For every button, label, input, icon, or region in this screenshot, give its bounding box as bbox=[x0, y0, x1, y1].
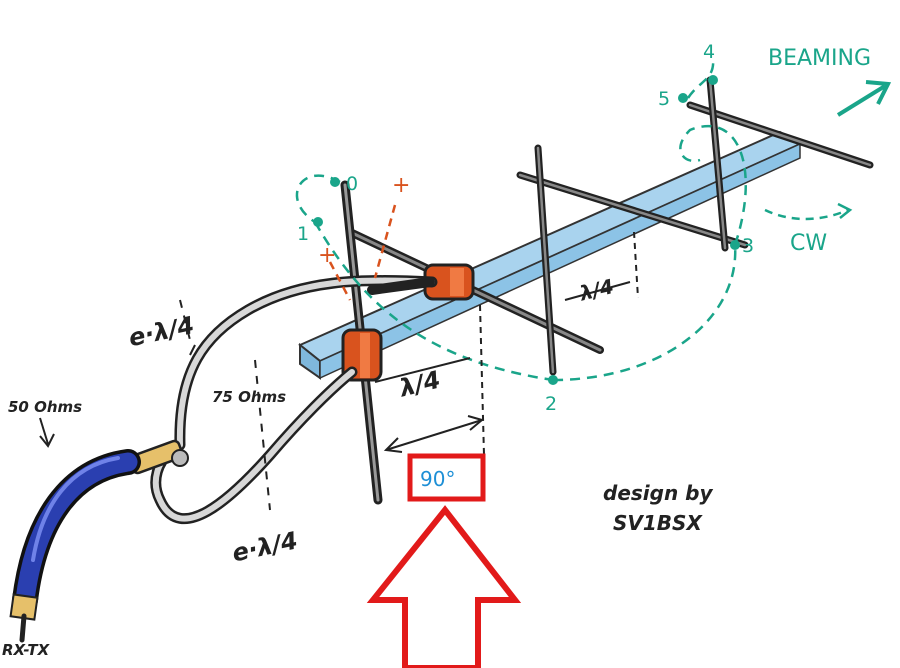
point-label-0: 0 bbox=[346, 173, 358, 195]
lambda-quarter-director: λ/4 bbox=[576, 274, 616, 306]
point-label-5: 5 bbox=[658, 88, 670, 110]
impedance-50-pointer bbox=[39, 417, 55, 448]
beaming-label: BEAMING bbox=[768, 46, 871, 71]
impedance-50-label: 50 Ohms bbox=[8, 398, 82, 416]
pointer-arrow-up bbox=[366, 505, 522, 668]
cw-label: CW bbox=[790, 231, 827, 256]
phase-angle-label: 90° bbox=[420, 467, 455, 491]
rx-tx-label: RX-TX bbox=[2, 641, 51, 659]
point-0-marker bbox=[330, 177, 340, 187]
e-lambda-quarter-upper: e·λ/4 bbox=[126, 311, 196, 352]
phase-highlight-box bbox=[407, 453, 486, 502]
e-lambda-quarter-lower: e·λ/4 bbox=[230, 526, 300, 567]
front-element-vertical bbox=[706, 76, 729, 252]
beaming-arrow bbox=[836, 80, 892, 117]
director-element-vertical bbox=[534, 144, 557, 376]
point-label-2: 2 bbox=[545, 393, 557, 415]
point-3-marker bbox=[730, 240, 740, 250]
front-element-horizontal bbox=[686, 101, 874, 169]
rotation-points bbox=[313, 75, 740, 385]
author-label: SV1BSX bbox=[613, 511, 703, 535]
impedance-75-label: 75 Ohms bbox=[212, 388, 286, 406]
polarity-lines bbox=[328, 204, 397, 301]
design-by-label: design by bbox=[603, 481, 713, 505]
polarity-plus-upper: + bbox=[392, 173, 410, 198]
point-label-4: 4 bbox=[703, 41, 715, 63]
point-4-marker bbox=[708, 75, 718, 85]
cw-arrow bbox=[764, 202, 853, 221]
polarity-plus-lower: + bbox=[318, 243, 336, 268]
point-1-marker bbox=[313, 217, 323, 227]
point-5-marker bbox=[678, 93, 688, 103]
coax-50-ohm-feedline bbox=[9, 449, 141, 643]
driven-element-horizontal bbox=[346, 228, 604, 354]
coax-75-ohm-harness bbox=[150, 274, 438, 525]
dimension-lines bbox=[179, 231, 639, 511]
rotation-path bbox=[295, 57, 747, 382]
lambda-quarter-main: λ/4 bbox=[395, 365, 443, 402]
director-element-horizontal bbox=[516, 171, 749, 249]
point-label-3: 3 bbox=[742, 235, 754, 257]
point-label-1: 1 bbox=[297, 223, 309, 245]
point-2-marker bbox=[548, 375, 558, 385]
